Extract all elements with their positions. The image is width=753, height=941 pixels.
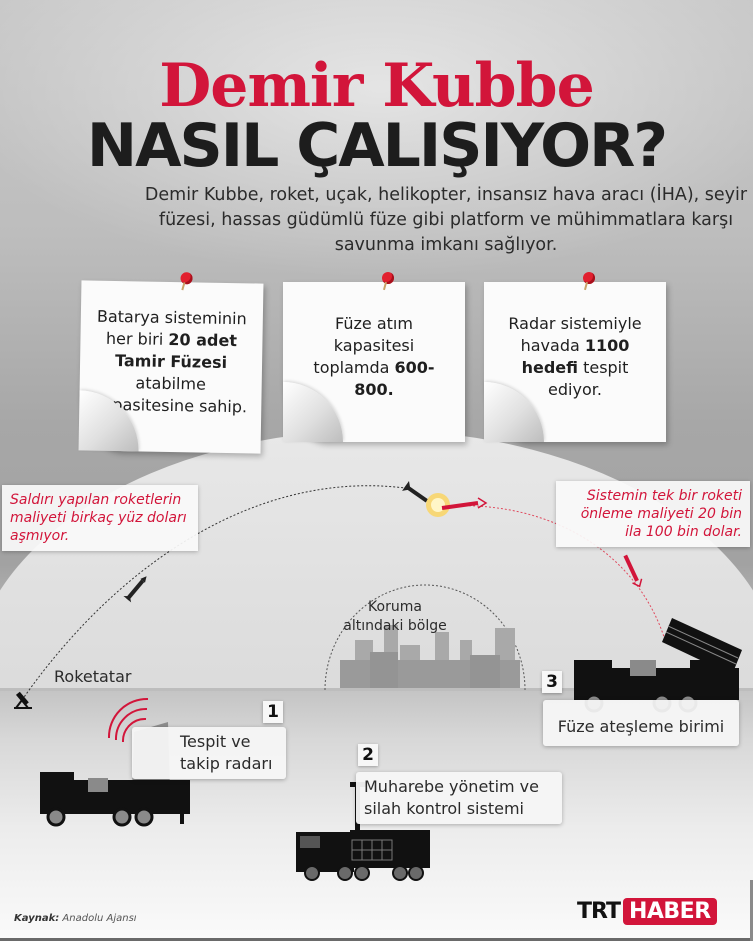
- rocket-cost-callout: Saldırı yapılan roketlerin maliyeti birk…: [2, 485, 198, 551]
- interceptor-trajectory: [444, 505, 666, 641]
- rocket-icon: [123, 576, 147, 603]
- note-text: Radar sistemiyle havada 1100 hedefi tesp…: [508, 314, 642, 399]
- trt-haber-logo: TRT HABER: [577, 898, 717, 925]
- subtitle-paragraph: Demir Kubbe, roket, uçak, helikopter, in…: [144, 185, 748, 255]
- unit-number-badge: 3: [542, 671, 562, 693]
- interception-cost-callout: Sistemin tek bir roketi önleme maliyeti …: [556, 481, 750, 547]
- frame-border: [0, 938, 753, 941]
- red-pushpin-icon: [176, 272, 194, 291]
- frame-border: [750, 880, 753, 941]
- sticky-note-battery: Batarya sisteminin her biri 20 adet Tami…: [78, 272, 264, 454]
- sticky-note-capacity: Füze atım kapasitesi toplamda 600-800.: [283, 272, 465, 442]
- command-truck-icon: [296, 782, 430, 881]
- background-glow: [0, 0, 753, 280]
- unit-label-launcher: Füze ateşleme birimi: [543, 700, 739, 746]
- red-pushpin-icon: [579, 272, 597, 291]
- sticky-note-radar: Radar sistemiyle havada 1100 hedefi tesp…: [484, 272, 666, 442]
- launcher-label: Roketatar: [54, 667, 132, 686]
- title-question: NASIL ÇALIŞIYOR?: [86, 111, 668, 181]
- protected-zone-label: Koruma altındaki bölge: [343, 599, 447, 634]
- source-credit: Kaynak: Anadolu Ajansı: [14, 913, 137, 924]
- title-main: Demir Kubbe: [159, 51, 595, 121]
- unit-label-command: Muharebe yönetim ve silah kontrol sistem…: [356, 772, 562, 824]
- note-text: Füze atım kapasitesi toplamda 600-800.: [313, 314, 435, 399]
- rocket-launcher-icon: [14, 691, 32, 709]
- radar-waves-icon: [107, 697, 149, 743]
- red-pushpin-icon: [378, 272, 396, 291]
- city-skyline-icon: [340, 625, 520, 688]
- ground-line: [0, 688, 753, 691]
- unit-number-badge: 2: [358, 744, 378, 766]
- note-text: Batarya sisteminin her biri 20 adet Tami…: [93, 306, 248, 417]
- interceptor-missile-icon: [441, 497, 488, 510]
- explosion-icon: [426, 493, 450, 517]
- rising-interceptor-icon: [623, 554, 643, 588]
- missile-launcher-truck-icon: [574, 618, 742, 713]
- incoming-rocket-icon: [402, 481, 428, 503]
- unit-label-radar: Tespit ve takip radarı: [132, 727, 286, 779]
- unit-number-badge: 1: [263, 701, 283, 723]
